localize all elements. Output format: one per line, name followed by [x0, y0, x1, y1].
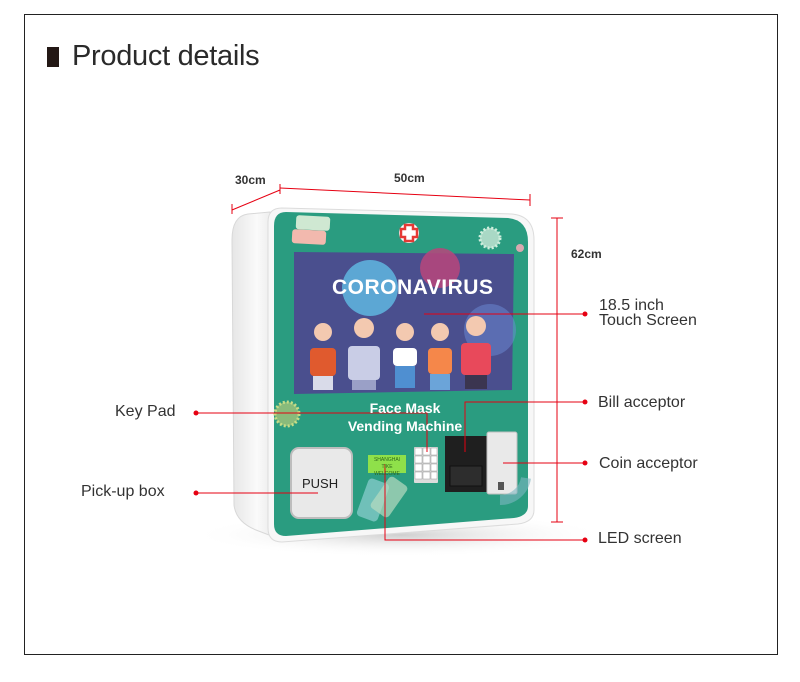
- panel-title-line1: Face Mask: [369, 400, 441, 416]
- dimension-lines: [231, 184, 563, 523]
- touch-screen-label-line2: Touch Screen: [599, 312, 697, 329]
- mask-decoration-icon: [370, 476, 408, 518]
- dimension-depth: 30cm: [235, 173, 266, 187]
- mask-decoration-icon: [291, 229, 327, 245]
- callout-key-pad: Key Pad: [115, 403, 176, 420]
- led-line2: WELCOME: [374, 471, 400, 477]
- callout-bill-acceptor: Bill acceptor: [598, 394, 686, 411]
- screen-headline: CORONAVIRUS: [332, 276, 494, 299]
- led-line1: SHANGHAI TIKE: [373, 457, 401, 470]
- dimension-width: 50cm: [394, 171, 425, 185]
- bill-slot: [449, 465, 483, 487]
- led-screen-text: SHANGHAI TIKE WELCOME: [368, 457, 406, 478]
- virus-decoration-icon: [499, 476, 531, 506]
- virus-graphic-icon: [342, 260, 398, 316]
- mask-decoration-icon: [295, 215, 331, 231]
- panel-title: Face Mask Vending Machine: [340, 399, 470, 435]
- camera-icon: [516, 244, 524, 252]
- keypad[interactable]: [414, 447, 438, 483]
- push-label: PUSH: [302, 476, 339, 491]
- people-illustration: [310, 316, 491, 390]
- virus-decoration-icon: [478, 226, 502, 250]
- virus-decoration-icon: [273, 400, 301, 428]
- led-screen: [368, 455, 406, 473]
- callout-touch-screen: 18.5 inch Touch Screen: [599, 297, 697, 329]
- pickup-box[interactable]: [290, 447, 353, 519]
- callout-led-screen: LED screen: [598, 530, 682, 547]
- callout-lines: [196, 313, 585, 541]
- section-header: Product details: [47, 40, 260, 73]
- virus-graphic-icon: [420, 248, 460, 288]
- touch-screen-label-line1: 18.5 inch: [599, 297, 664, 314]
- panel-title-line2: Vending Machine: [347, 418, 463, 434]
- header-square-icon: [47, 46, 59, 67]
- callout-dots: [193, 311, 588, 543]
- callout-pickup-box: Pick-up box: [81, 483, 165, 500]
- dimension-height: 62cm: [571, 247, 602, 261]
- page-title: Product details: [72, 40, 260, 72]
- coin-slot: [498, 482, 504, 490]
- callout-coin-acceptor: Coin acceptor: [599, 455, 698, 472]
